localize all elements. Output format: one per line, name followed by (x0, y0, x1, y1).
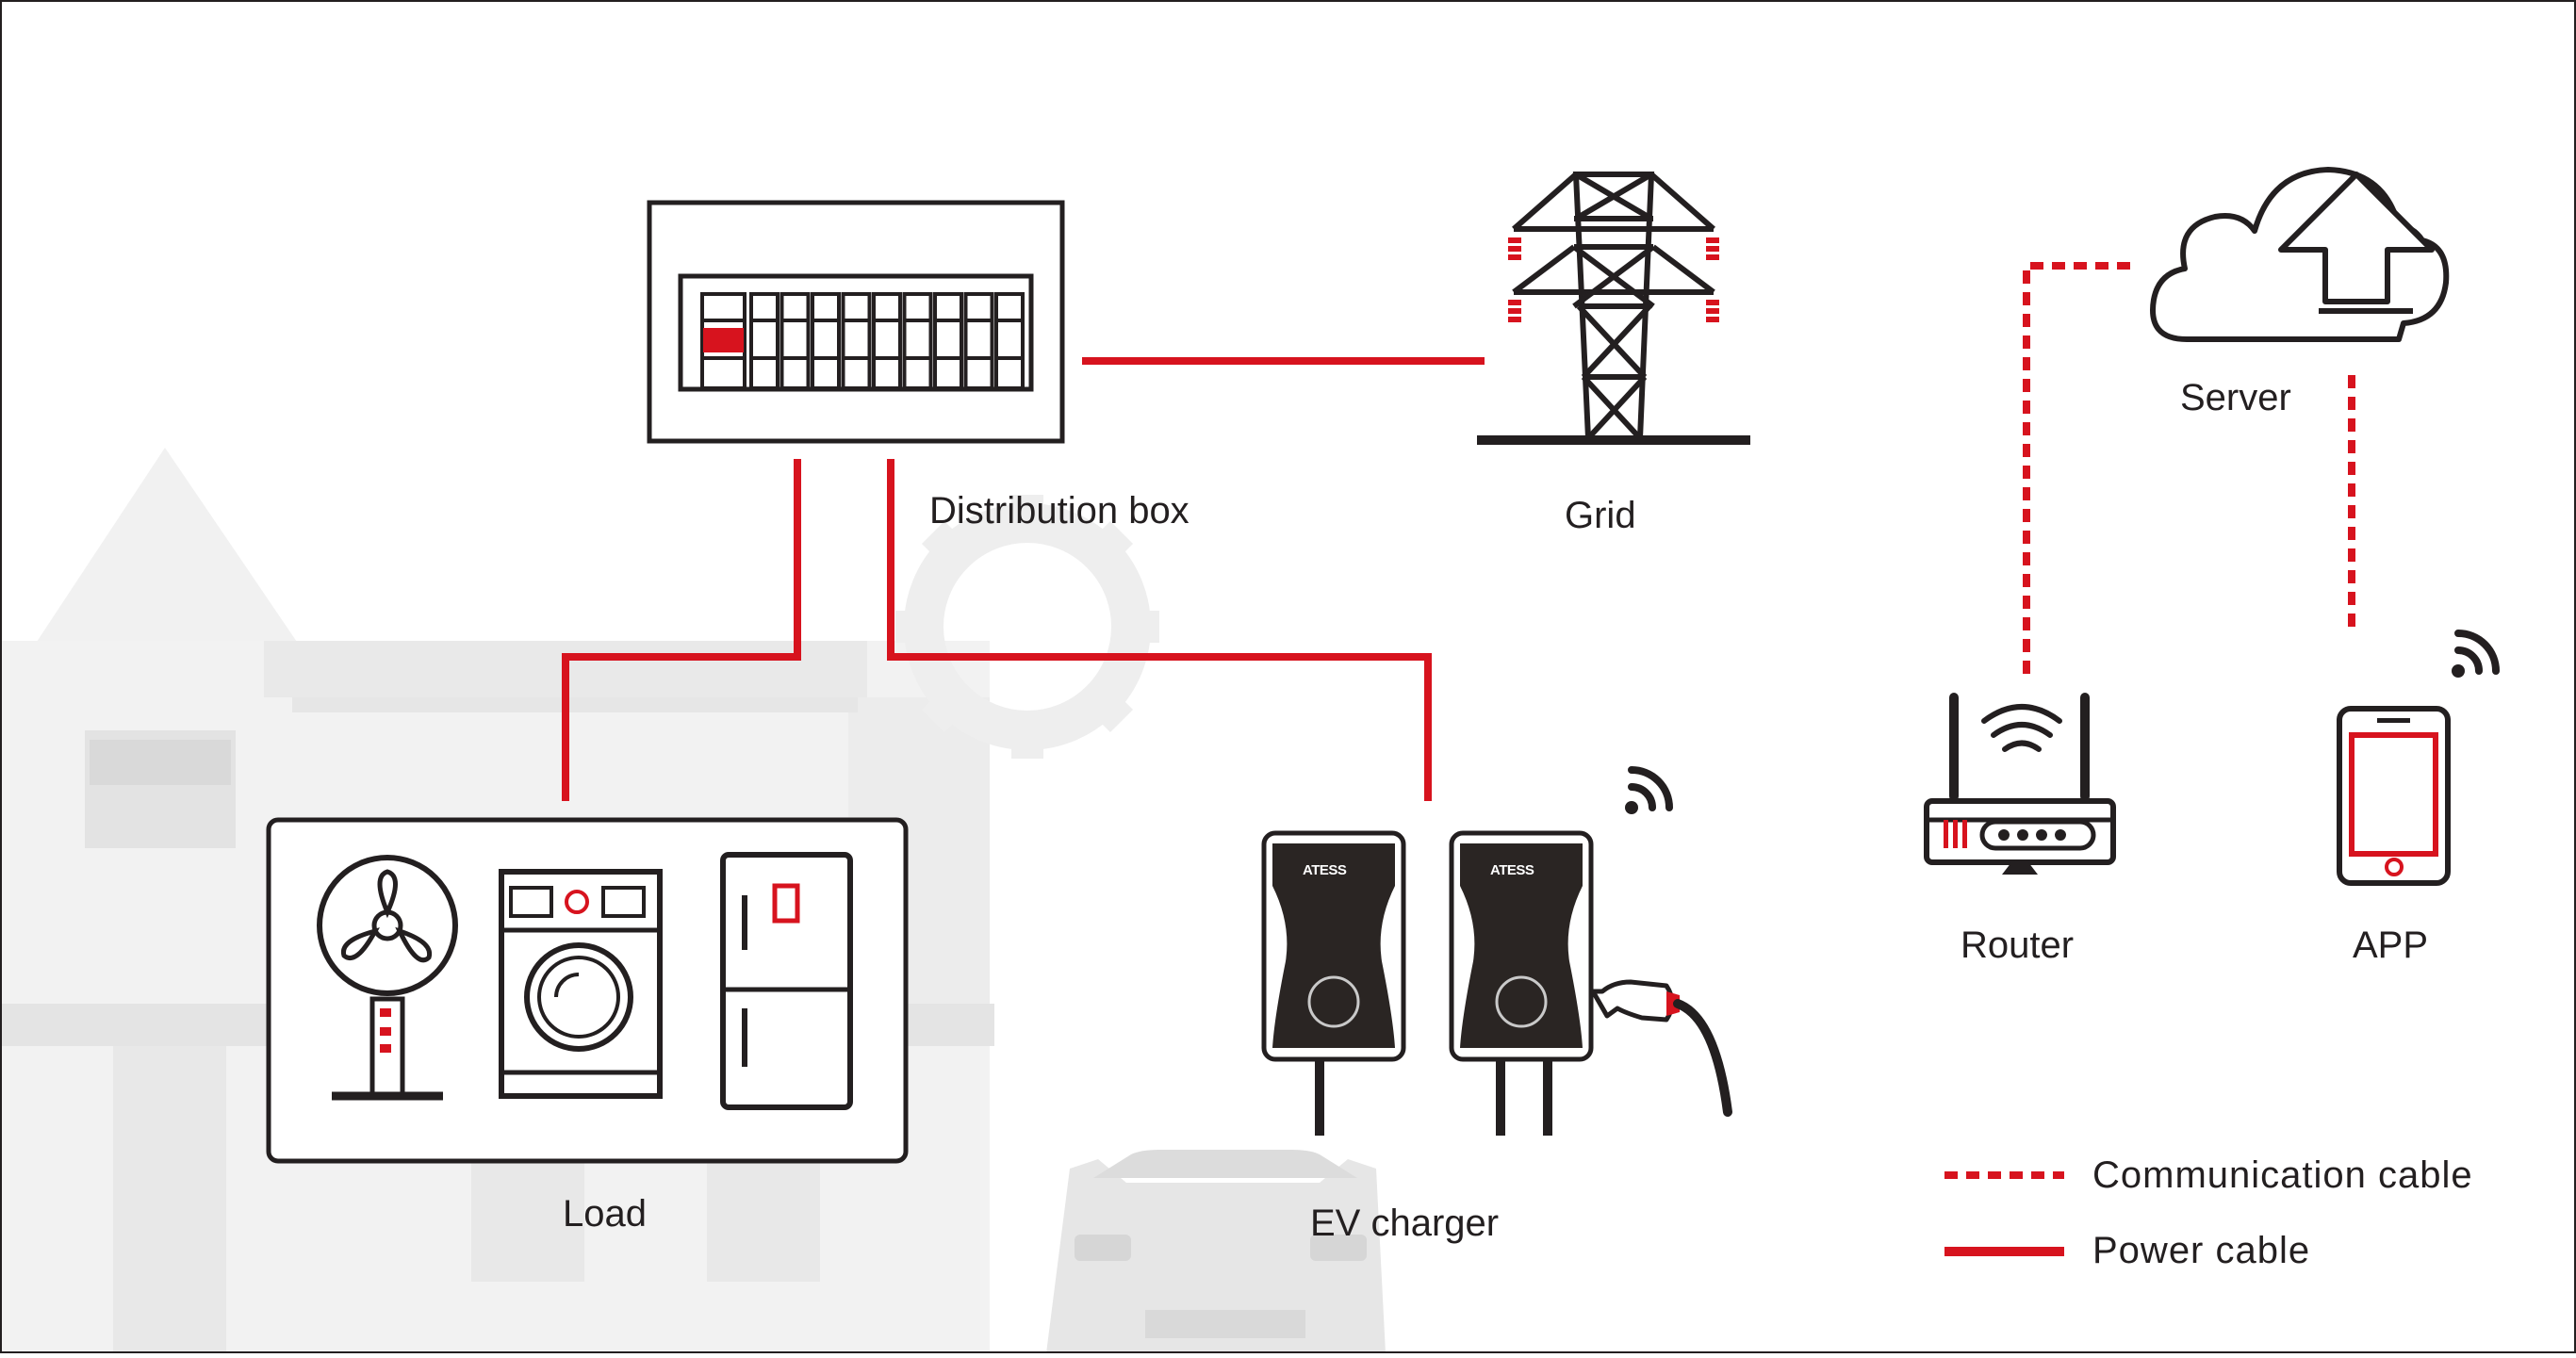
router-label: Router (1961, 924, 2075, 966)
load-label: Load (563, 1193, 647, 1235)
router-icon (1924, 693, 2116, 875)
app-label: APP (2353, 924, 2429, 966)
server-cloud-icon (2150, 167, 2450, 342)
breaker-slot (841, 292, 872, 390)
phone-app-icon (2337, 706, 2451, 886)
background-car-icon (1046, 1150, 1386, 1353)
breaker-slot (902, 292, 933, 390)
breaker-slot (994, 292, 1025, 390)
phone-wifi-icon (2452, 630, 2500, 678)
breaker-slot (749, 292, 779, 390)
distribution-box-label: Distribution box (929, 490, 1190, 532)
legend-power-label: Power cable (2092, 1230, 2311, 1271)
ev-charger-wifi-icon (1625, 766, 1673, 814)
distribution-box-icon (647, 200, 1065, 444)
breaker-slot (779, 292, 811, 390)
refrigerator-icon (720, 852, 853, 1110)
breaker-slot (933, 292, 963, 390)
legend (1944, 1171, 2064, 1256)
ev-charger-icon-2: ATESS (1449, 830, 1732, 1136)
legend-communication-label: Communication cable (2092, 1154, 2473, 1196)
router-wifi-icon (1981, 704, 2062, 752)
communication-cables (2023, 262, 2355, 674)
breaker-slot (963, 292, 994, 390)
server-label: Server (2180, 377, 2291, 418)
background-gear-icon (895, 495, 1159, 759)
power-cables (562, 357, 1485, 801)
washing-machine-icon (499, 869, 663, 1099)
breaker-slot (811, 292, 841, 390)
ev-charger-label: EV charger (1310, 1203, 1500, 1244)
fan-icon (317, 855, 458, 1101)
grid-tower-icon (1477, 172, 1750, 445)
charger-brand-logo-2: ATESS (1490, 862, 1534, 878)
charger-brand-logo-1: ATESS (1303, 862, 1347, 878)
insulator-icons (1508, 237, 1719, 322)
breaker-slot (872, 292, 902, 390)
grid-label: Grid (1565, 495, 1636, 536)
ev-charger-icon-1: ATESS (1261, 830, 1406, 1136)
